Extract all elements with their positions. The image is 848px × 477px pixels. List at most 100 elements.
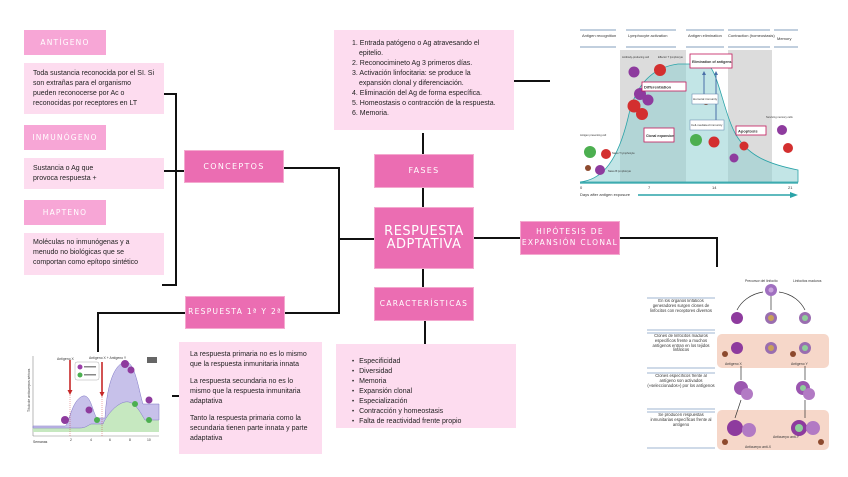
antigen-xy-label: Antígeno X + Antígeno Y: [89, 356, 127, 360]
clonal-step: En los órganos linfáticos generadores su…: [650, 299, 712, 313]
tick-label: 2: [70, 438, 72, 442]
caracteristica-item: Memoria: [352, 377, 500, 387]
respuesta-paragraph: La respuesta secundaria no es lo mismo q…: [190, 377, 301, 405]
connector: [513, 80, 550, 82]
fase-item: 1. Entrada patógeno o Ag atravesando el …: [352, 40, 480, 57]
caracteristica-item: Falta de reactividad frente propio: [352, 417, 500, 427]
tick-label: 8: [129, 438, 131, 442]
connector: [422, 188, 424, 208]
connector: [284, 312, 340, 314]
mature-label: Linfocitos maduros: [793, 279, 822, 283]
effector-t-label: Effector T lymphocyte: [658, 55, 683, 59]
antibody-x-label: Anticuerpo anti-X: [745, 445, 772, 449]
apc-label: Antigen presenting cell: [580, 133, 607, 137]
respuesta-paragraph: Tanto la respuesta primaria como la secu…: [190, 414, 308, 442]
caracteristicas-box[interactable]: CARACTERÍSTICAS: [374, 287, 474, 321]
caracteristicas-list: Especificidad Diversidad Memoria Expansi…: [336, 344, 516, 428]
respuesta-box[interactable]: RESPUESTA 1ª Y 2ª: [185, 296, 285, 329]
elimination-label: Elimination of antigens: [692, 60, 732, 64]
center-title-line2: ADPTATIVA: [386, 237, 462, 252]
humoral-label: Humoral immunity: [693, 97, 718, 101]
connector: [424, 320, 426, 344]
center-title-box[interactable]: RESPUESTA ADPTATIVA: [374, 207, 474, 269]
axis-label: Days after antigen exposure: [580, 192, 631, 197]
inmunogeno-header: INMUNÓGENO: [24, 125, 106, 150]
connector: [422, 268, 424, 288]
caracteristica-item: Contracción y homeostasis: [352, 407, 500, 417]
connector: [620, 237, 718, 239]
connector: [422, 133, 424, 155]
clonal-step: Clones de linfocitos maduros específicos…: [652, 334, 710, 353]
connector: [175, 93, 177, 286]
connector: [716, 237, 718, 267]
clonal-expansion-label: Clonal expansion: [646, 134, 674, 138]
tick-label: 4: [90, 438, 92, 442]
fase-item: 4. Eliminación del Ag de forma específic…: [352, 89, 482, 97]
hipotesis-line1: HIPÓTESIS DE: [536, 227, 604, 237]
center-title-line1: RESPUESTA: [384, 224, 464, 239]
fase-item: 2. Reconocimineto Ag 3 primeros días.: [352, 59, 473, 67]
phases-figure: Antigen recognition Lymphocyte activatio…: [578, 28, 800, 200]
connector: [284, 167, 340, 169]
response-xlabel: Semanas: [33, 440, 48, 444]
connector: [172, 395, 180, 397]
cell-mediated-label: Cell-mediated immunity: [691, 123, 723, 127]
antigen-x-label: Antígeno X: [57, 357, 75, 361]
inmunogeno-text: Sustancia o Ag que provoca respuesta +: [33, 165, 97, 182]
clonal-figure: En los órganos linfáticos generadores su…: [645, 278, 830, 456]
apoptosis-label: Apoptosis: [738, 129, 758, 134]
caracteristica-item: Especificidad: [352, 357, 500, 367]
axis-tick: 21: [788, 185, 793, 190]
phase-header: Contraction (homeostasis): [728, 33, 775, 38]
connector: [162, 284, 177, 286]
fases-box[interactable]: FASES: [374, 154, 474, 188]
tick-label: 6: [109, 438, 111, 442]
connector: [97, 312, 185, 314]
antigen-x-label: Antígeno X: [725, 362, 743, 366]
connector: [175, 170, 185, 172]
clonal-step: Se producen respuestas inmunitarias espe…: [650, 413, 712, 427]
antibody-cell-label: Antibody-producing cell: [622, 55, 649, 59]
tick-label: 10: [147, 438, 151, 442]
hapteno-header: HAPTENO: [24, 200, 106, 225]
clonal-step: Clones específicos frente al antígeno so…: [647, 374, 715, 388]
hapteno-text: Moléculas no inmunógenas y a menudo no b…: [33, 239, 139, 266]
naive-b-label: Naive B lymphocyte: [608, 169, 631, 173]
caracteristica-item: Expansión clonal: [352, 387, 500, 397]
hipotesis-box[interactable]: HIPÓTESIS DE EXPANSIÓN CLONAL: [520, 221, 620, 255]
antigeno-text: Toda sustancia reconocida por el SI. Si …: [33, 70, 155, 107]
connector: [338, 167, 340, 313]
axis-tick: 7: [648, 185, 651, 190]
conceptos-box[interactable]: CONCEPTOS: [184, 150, 284, 183]
phase-header: Lymphocyte activation: [628, 33, 667, 38]
respuesta-notes: La respuesta primaria no es lo mismo que…: [179, 342, 322, 454]
axis-tick: 14: [712, 185, 717, 190]
fase-item: 5. Homeostasis o contracción de la respu…: [352, 99, 496, 107]
connector: [473, 237, 521, 239]
fase-item: 6. Memoria.: [352, 109, 389, 117]
fases-list: 1. Entrada patógeno o Ag atravesando el …: [334, 30, 514, 130]
axis-tick: 0: [580, 185, 583, 190]
connector: [162, 93, 177, 95]
response-figure: Antígeno X Antígeno X + Antígeno Y Títul…: [25, 352, 163, 444]
connector: [162, 170, 177, 172]
antibody-y-label: Anticuerpo anti-Y: [773, 435, 800, 439]
respuesta-paragraph: La respuesta primaria no es lo mismo que…: [190, 351, 307, 368]
surviving-label: Surviving memory cells: [766, 115, 793, 119]
fase-item: 3. Activación linfocitaria: se produce l…: [352, 69, 471, 87]
hipotesis-line2: EXPANSIÓN CLONAL: [521, 238, 619, 247]
hapteno-definition: Moléculas no inmunógenas y a menudo no b…: [24, 233, 164, 275]
phase-header: Memory: [777, 36, 791, 41]
caracteristica-item: Diversidad: [352, 367, 500, 377]
naive-t-label: Naive T lymphocyte: [612, 151, 635, 155]
inmunogeno-definition: Sustancia o Ag que provoca respuesta +: [24, 158, 164, 189]
connector: [97, 312, 99, 352]
caracteristica-item: Especialización: [352, 397, 500, 407]
antigeno-header: ANTÍGENO: [24, 30, 106, 55]
antigen-y-label: Antígeno Y: [791, 362, 808, 366]
precursor-label: Precursor del linfocito: [745, 279, 778, 283]
response-ylabel: Título de anticuerpos séricos: [27, 368, 31, 412]
antigeno-definition: Toda sustancia reconocida por el SI. Si …: [24, 63, 164, 114]
phase-header: Antigen recognition: [582, 33, 616, 38]
connector: [338, 238, 374, 240]
